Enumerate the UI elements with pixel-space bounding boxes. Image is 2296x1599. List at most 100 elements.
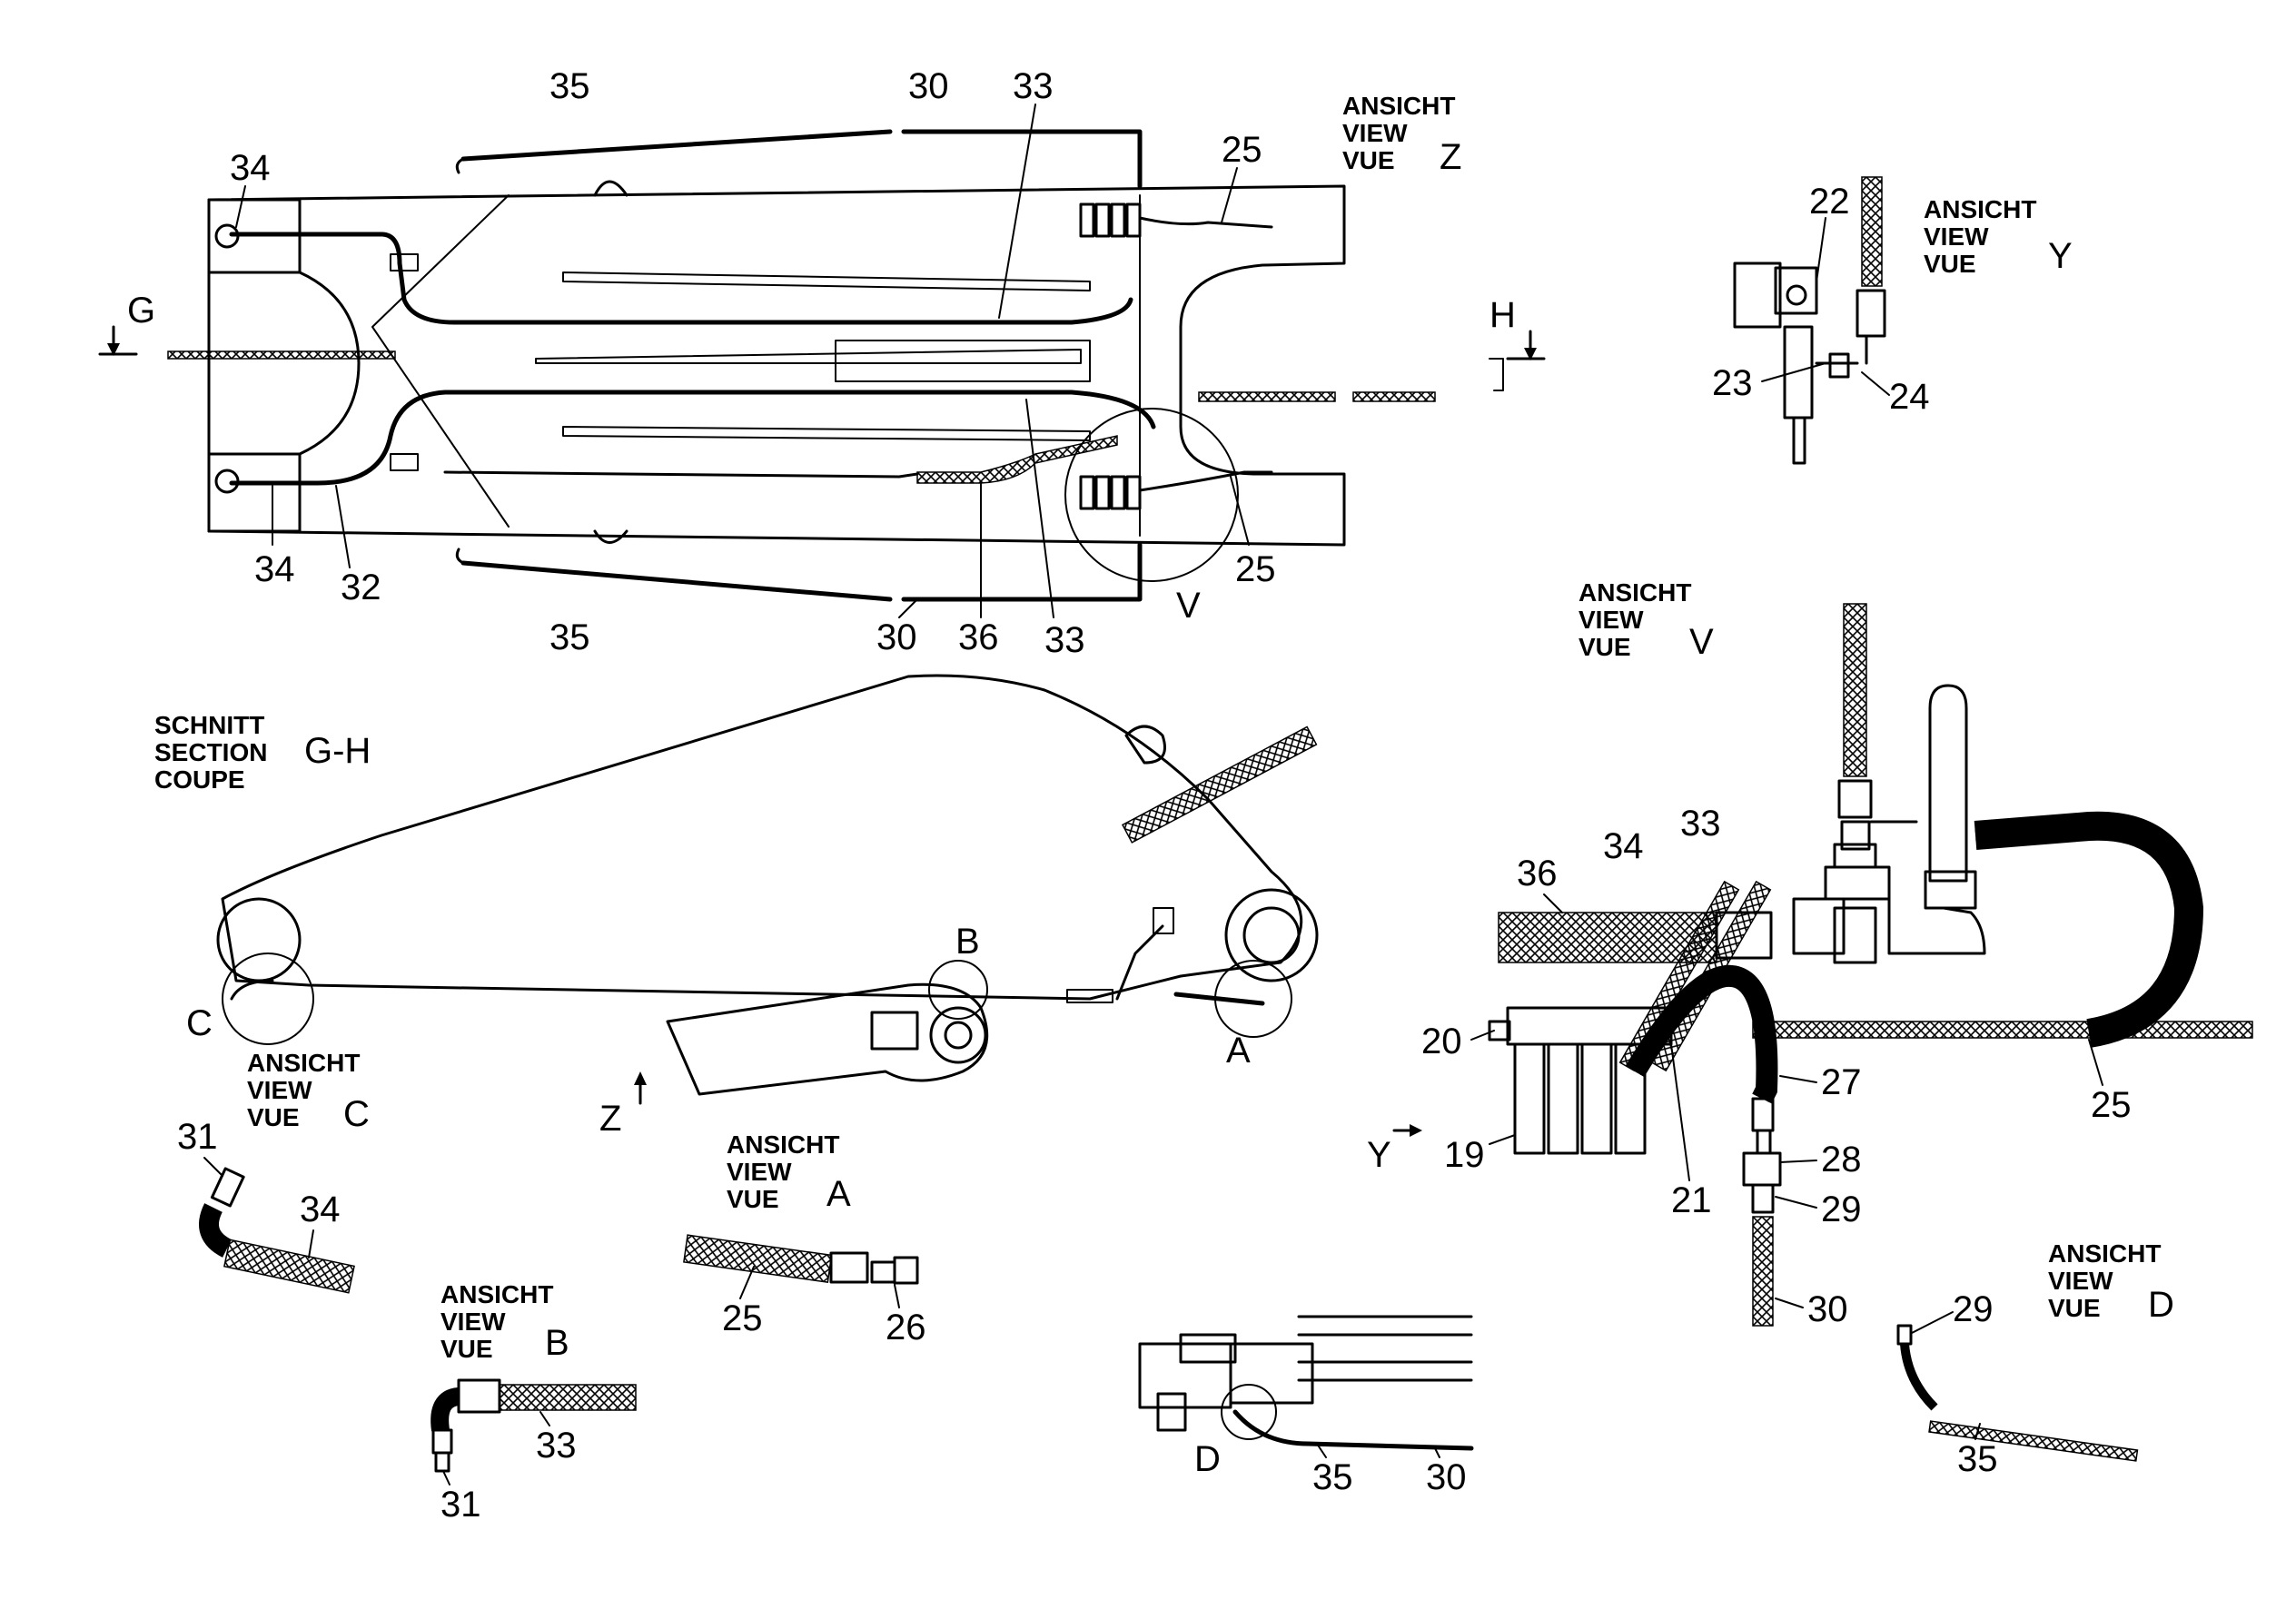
part-30-d: 30 — [1426, 1457, 1467, 1497]
view-v-line3: VUE — [1578, 633, 1631, 661]
part-34-c: 34 — [300, 1189, 341, 1229]
part-19: 19 — [1444, 1135, 1485, 1175]
detail-circle-d — [1221, 1384, 1277, 1440]
part-33-v: 33 — [1680, 804, 1721, 844]
view-a-line1: ANSICHT — [727, 1130, 839, 1159]
part-29-d: 29 — [1953, 1289, 1994, 1329]
marker-d: D — [1194, 1439, 1221, 1479]
view-label-gh: SCHNITT SECTION COUPE G-H — [154, 711, 371, 794]
detail-circle-c — [222, 952, 314, 1045]
detail-view-y — [1733, 176, 1886, 465]
detail-view-d — [1896, 1324, 2139, 1462]
view-a-letter: A — [826, 1174, 851, 1214]
side-elevation-view — [216, 674, 1319, 1105]
view-z-letter: Z — [1440, 137, 1461, 177]
distributor-block-bottom — [1079, 475, 1142, 510]
view-label-v: ANSICHT VIEW VUE V — [1578, 578, 1714, 662]
part-33-bottom: 33 — [1044, 620, 1085, 660]
view-y-letter: Y — [2048, 236, 2073, 276]
part-27: 27 — [1821, 1062, 1862, 1102]
detail-circle-v — [1064, 408, 1239, 582]
view-a-line2: VIEW — [727, 1158, 792, 1186]
view-label-a: ANSICHT VIEW VUE A — [727, 1130, 851, 1214]
view-v-line2: VIEW — [1578, 606, 1644, 634]
detail-view-b — [430, 1378, 637, 1473]
part-30-v: 30 — [1807, 1289, 1848, 1329]
view-d-line1: ANSICHT — [2048, 1239, 2161, 1268]
marker-g: G — [127, 291, 155, 331]
detail-view-d-plan — [1138, 1315, 1474, 1451]
part-callouts: 35 30 33 34 25 34 32 35 30 36 33 25 22 2… — [177, 66, 2132, 1525]
part-34-top: 34 — [230, 148, 271, 188]
part-22: 22 — [1809, 182, 1850, 222]
view-b-line1: ANSICHT — [440, 1280, 553, 1308]
part-21: 21 — [1671, 1180, 1712, 1220]
view-gh-line2: SECTION — [154, 738, 267, 766]
part-35-dd: 35 — [1957, 1439, 1998, 1479]
view-a-line3: VUE — [727, 1185, 779, 1213]
view-d-line2: VIEW — [2048, 1267, 2113, 1295]
part-25-v: 25 — [2091, 1085, 2132, 1125]
view-z-line2: VIEW — [1342, 119, 1408, 147]
part-36-v: 36 — [1517, 854, 1558, 893]
part-28: 28 — [1821, 1140, 1862, 1180]
marker-h: H — [1489, 295, 1516, 335]
view-v-line1: ANSICHT — [1578, 578, 1691, 607]
view-b-letter: B — [545, 1323, 569, 1363]
view-label-y: ANSICHT VIEW VUE Y — [1924, 195, 2073, 278]
view-y-line2: VIEW — [1924, 222, 1989, 251]
view-c-line3: VUE — [247, 1103, 300, 1131]
part-34-v: 34 — [1603, 826, 1644, 866]
view-c-line2: VIEW — [247, 1076, 312, 1104]
part-24: 24 — [1889, 377, 1930, 417]
view-b-line2: VIEW — [440, 1308, 506, 1336]
view-c-letter: C — [343, 1094, 370, 1134]
view-d-letter: D — [2148, 1285, 2174, 1325]
part-30-bottom: 30 — [876, 617, 917, 657]
marker-c: C — [186, 1003, 213, 1043]
part-33-top: 33 — [1013, 66, 1054, 106]
view-y-line3: VUE — [1924, 250, 1976, 278]
view-label-c: ANSICHT VIEW VUE C — [247, 1049, 370, 1134]
part-35-top: 35 — [549, 66, 590, 106]
part-25-bottom: 25 — [1235, 549, 1276, 589]
marker-a: A — [1226, 1031, 1251, 1071]
top-plan-view — [98, 129, 1546, 602]
view-label-b: ANSICHT VIEW VUE B — [440, 1280, 569, 1363]
part-32: 32 — [341, 568, 381, 607]
part-36: 36 — [958, 617, 999, 657]
marker-z: Z — [599, 1099, 621, 1139]
view-y-line1: ANSICHT — [1924, 195, 2036, 223]
view-v-letter: V — [1689, 622, 1714, 662]
detail-circle-a — [1214, 960, 1292, 1038]
view-c-line1: ANSICHT — [247, 1049, 360, 1077]
part-26: 26 — [886, 1308, 926, 1347]
part-31-c: 31 — [177, 1117, 218, 1157]
view-z-line1: ANSICHT — [1342, 92, 1455, 120]
marker-v: V — [1176, 586, 1201, 626]
detail-view-a — [683, 1234, 919, 1285]
view-b-line3: VUE — [440, 1335, 493, 1363]
distributor-block-top — [1079, 202, 1142, 238]
view-z-line3: VUE — [1342, 146, 1395, 174]
part-20: 20 — [1421, 1022, 1462, 1061]
part-25-top: 25 — [1222, 130, 1262, 170]
view-gh-line3: COUPE — [154, 765, 245, 794]
marker-b: B — [955, 922, 980, 962]
view-gh-letter: G-H — [304, 731, 371, 771]
part-34-bottom: 34 — [254, 549, 295, 589]
marker-y: Y — [1367, 1135, 1391, 1175]
detail-view-c — [199, 1167, 355, 1294]
part-31-b: 31 — [440, 1485, 481, 1525]
view-label-d: ANSICHT VIEW VUE D — [2048, 1239, 2174, 1325]
part-23: 23 — [1712, 363, 1753, 403]
part-29-v: 29 — [1821, 1189, 1862, 1229]
view-gh-line1: SCHNITT — [154, 711, 264, 739]
view-label-z: ANSICHT VIEW VUE Z — [1342, 92, 1461, 177]
detail-view-v — [1392, 603, 2253, 1327]
part-30-top: 30 — [908, 66, 949, 106]
part-35-bottom: 35 — [549, 617, 590, 657]
part-35-d: 35 — [1312, 1457, 1353, 1497]
part-25-a: 25 — [722, 1298, 763, 1338]
